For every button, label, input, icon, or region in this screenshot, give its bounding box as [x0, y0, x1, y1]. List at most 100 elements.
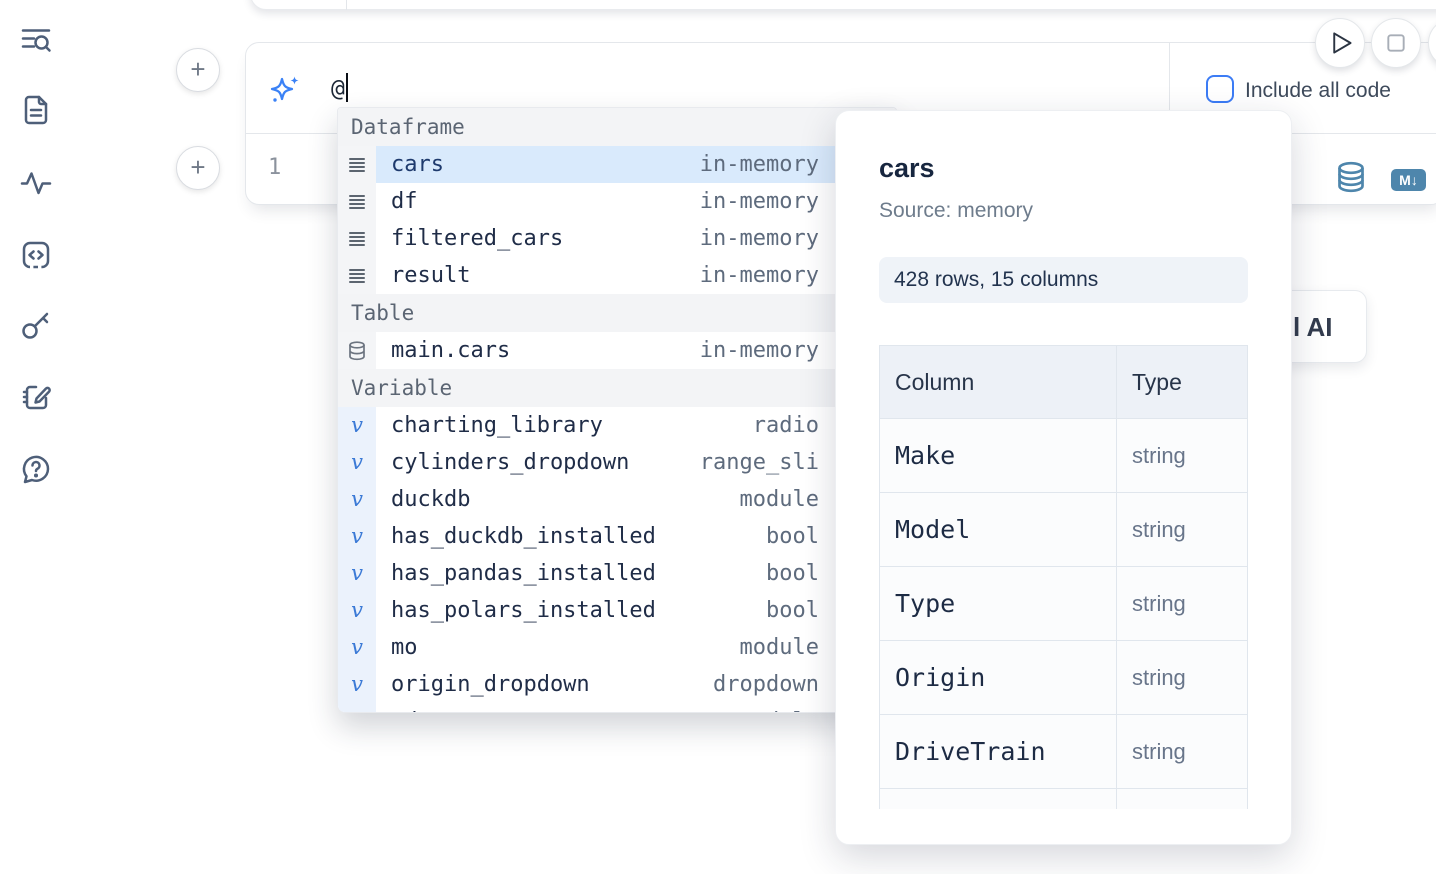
column-name	[880, 789, 1117, 810]
schema-table: ColumnTypeMakestringModelstringTypestrin…	[879, 345, 1248, 809]
column-type: string	[1117, 641, 1248, 715]
completion-item-main.cars[interactable]: main.cars in-memory	[338, 332, 896, 369]
schema-row: DriveTrainstring	[880, 715, 1248, 789]
completion-item-result[interactable]: result in-memory	[338, 257, 896, 294]
variable-icon: v	[351, 452, 363, 473]
completion-item-duckdb[interactable]: vduckdbmodule	[338, 481, 896, 518]
completion-name: cylinders_dropdown	[391, 450, 629, 475]
dataframe-preview-panel: cars Source: memory 428 rows, 15 columns…	[835, 110, 1292, 845]
remnant-divider	[346, 0, 347, 10]
completion-name: result	[391, 263, 470, 288]
column-name: Type	[880, 567, 1117, 641]
item-gutter	[338, 220, 376, 257]
item-gutter: v	[338, 444, 376, 481]
column-name: Origin	[880, 641, 1117, 715]
completion-item-origin_dropdown[interactable]: vorigin_dropdowndropdown	[338, 666, 896, 703]
item-gutter	[338, 183, 376, 220]
item-gutter: v	[338, 592, 376, 629]
database-icon[interactable]	[1336, 161, 1366, 195]
section-header-variable: Variable	[338, 369, 896, 407]
completion-type: bool	[766, 524, 819, 549]
completion-name: filtered_cars	[391, 226, 563, 251]
item-gutter	[338, 332, 376, 369]
variable-icon: v	[351, 563, 363, 584]
completion-item-has_pandas_installed[interactable]: v has_pandas_installed bool	[338, 555, 896, 592]
variable-icon: v	[351, 674, 363, 695]
autocomplete-dropdown: Dataframecarsin-memorydfin-memoryfiltere…	[337, 107, 897, 713]
activity-icon[interactable]	[19, 166, 53, 200]
sparkle-ai-icon	[269, 74, 301, 106]
completion-type: module	[740, 635, 819, 660]
markdown-convert-icon[interactable]: M↓	[1391, 169, 1426, 191]
rows-icon	[347, 155, 367, 175]
completion-type: in-memory	[700, 263, 819, 288]
column-type: string	[1117, 567, 1248, 641]
item-gutter: v	[338, 481, 376, 518]
schema-row: Typestring	[880, 567, 1248, 641]
schema-table-wrap: ColumnTypeMakestringModelstringTypestrin…	[879, 345, 1248, 809]
list-search-icon[interactable]	[19, 23, 53, 57]
stop-icon	[1372, 19, 1420, 67]
completion-name: main.cars	[391, 338, 510, 363]
rows-icon	[347, 266, 367, 286]
column-name: Model	[880, 493, 1117, 567]
schema-row: Modelstring	[880, 493, 1248, 567]
snippets-icon[interactable]	[19, 238, 53, 272]
column-name: Make	[880, 419, 1117, 493]
completion-item-has_duckdb_installed[interactable]: vhas_duckdb_installedbool	[338, 518, 896, 555]
item-gutter: v	[338, 666, 376, 703]
notebook-pen-icon[interactable]	[19, 380, 53, 414]
add-cell-button-bottom[interactable]: +	[176, 146, 220, 190]
include-all-code-label[interactable]: Include all code	[1245, 79, 1391, 103]
completion-item-cylinders_dropdown[interactable]: v cylinders_dropdown range_sli	[338, 444, 896, 481]
completion-type: bool	[766, 561, 819, 586]
completion-item-filtered_cars[interactable]: filtered_carsin-memory	[338, 220, 896, 257]
completion-type: bool	[766, 598, 819, 623]
schema-row	[880, 789, 1248, 810]
schema-row: Originstring	[880, 641, 1248, 715]
column-type: string	[1117, 715, 1248, 789]
item-gutter: v	[338, 703, 376, 713]
variable-icon: v	[351, 489, 363, 510]
completion-name: charting_library	[391, 413, 603, 438]
column-type: string	[1117, 493, 1248, 567]
completion-item-charting_library[interactable]: vcharting_libraryradio	[338, 407, 896, 444]
text-cursor	[346, 73, 348, 102]
database-icon	[348, 341, 366, 361]
key-icon[interactable]	[19, 308, 53, 342]
completion-item-pd[interactable]: vpdmodule	[338, 703, 896, 713]
include-all-code-checkbox[interactable]	[1206, 75, 1234, 103]
ai-prompt-input[interactable]: @	[331, 73, 348, 102]
completion-item-has_polars_installed[interactable]: vhas_polars_installedbool	[338, 592, 896, 629]
completion-item-mo[interactable]: vmo module	[338, 629, 896, 666]
item-gutter: v	[338, 629, 376, 666]
completion-name: has_pandas_installed	[391, 561, 656, 586]
completion-name: cars	[391, 152, 444, 177]
add-cell-button-top[interactable]: +	[176, 48, 220, 92]
completion-name: origin_dropdown	[391, 672, 590, 697]
schema-header-column: Column	[880, 346, 1117, 419]
file-icon[interactable]	[19, 93, 53, 127]
preview-title: cars	[879, 153, 1248, 187]
schema-header-type: Type	[1117, 346, 1248, 419]
column-name: DriveTrain	[880, 715, 1117, 789]
column-type	[1117, 789, 1248, 810]
completion-type: in-memory	[700, 152, 819, 177]
completion-type: in-memory	[700, 338, 819, 363]
completion-type: range_sli	[700, 450, 819, 475]
completion-item-cars[interactable]: cars in-memory	[338, 146, 896, 183]
item-gutter: v	[338, 407, 376, 444]
completion-item-df[interactable]: dfin-memory	[338, 183, 896, 220]
line-number: 1	[268, 155, 281, 180]
help-icon[interactable]	[19, 453, 53, 487]
preview-stats-badge: 428 rows, 15 columns	[879, 257, 1248, 303]
completion-name: df	[391, 189, 418, 214]
stop-button[interactable]	[1371, 18, 1421, 68]
item-gutter	[338, 257, 376, 294]
schema-header-row: ColumnType	[880, 346, 1248, 419]
ai-card-label: l AI	[1293, 312, 1332, 343]
run-cell-button[interactable]	[1315, 18, 1365, 68]
column-type: string	[1117, 419, 1248, 493]
completion-name: pd	[391, 709, 418, 713]
completion-name: mo	[391, 635, 418, 660]
